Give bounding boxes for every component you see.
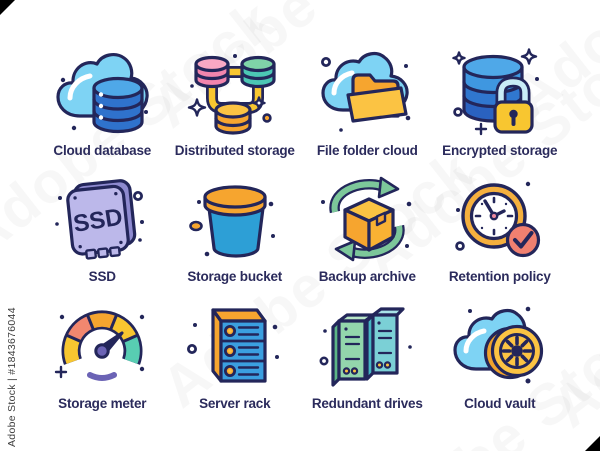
icon-card-storage-meter: Storage meter	[36, 285, 169, 412]
icon-card-cloud-vault: Cloud vault	[434, 285, 567, 412]
icon-card-distributed-storage: Distributed storage	[169, 32, 302, 159]
icon-card-file-folder-cloud: File folder cloud	[301, 32, 434, 159]
storage-meter-icon	[55, 310, 145, 381]
icon-label: Retention policy	[448, 269, 551, 285]
icon-label: Distributed storage	[174, 142, 295, 158]
icon-label: Encrypted storage	[442, 142, 558, 158]
corner-mark-bottom-right	[585, 436, 600, 451]
cloud-database-icon	[56, 52, 149, 133]
icon-label: Storage meter	[58, 395, 147, 411]
icon-label: SSD	[88, 269, 116, 285]
icon-grid: Cloud database	[36, 32, 566, 412]
icon-label: Storage bucket	[187, 269, 283, 285]
redundant-drives-icon	[319, 307, 413, 387]
encrypted-storage-icon	[452, 47, 539, 135]
icon-card-server-rack: Server rack	[169, 285, 302, 412]
icon-label: Backup archive	[318, 269, 416, 285]
distributed-storage-icon	[187, 53, 276, 135]
cloud-vault-icon	[453, 306, 543, 384]
corner-mark-top-left	[0, 0, 15, 15]
icon-card-cloud-database: Cloud database	[36, 32, 169, 159]
icon-card-storage-bucket: Storage bucket	[169, 159, 302, 286]
icon-label: Server rack	[199, 395, 271, 411]
icon-label: Cloud vault	[464, 395, 536, 411]
stock-id-text: Adobe Stock | #1843676044	[6, 307, 18, 447]
icon-label: Redundant drives	[311, 395, 423, 411]
server-rack-icon	[186, 308, 279, 383]
ssd-icon: SSD	[55, 179, 145, 260]
file-folder-cloud-icon	[321, 51, 411, 132]
icon-card-retention-policy: Retention policy	[434, 159, 567, 286]
icon-card-backup-archive: Backup archive	[301, 159, 434, 286]
icon-label: File folder cloud	[316, 142, 418, 158]
icon-card-redundant-drives: Redundant drives	[301, 285, 434, 412]
storage-bucket-icon	[188, 185, 275, 258]
icon-card-ssd: SSD SSD	[36, 159, 169, 286]
backup-archive-icon	[321, 177, 412, 262]
icon-label: Cloud database	[53, 142, 152, 158]
retention-policy-icon	[454, 182, 540, 258]
icon-card-encrypted-storage: Encrypted storage	[434, 32, 567, 159]
